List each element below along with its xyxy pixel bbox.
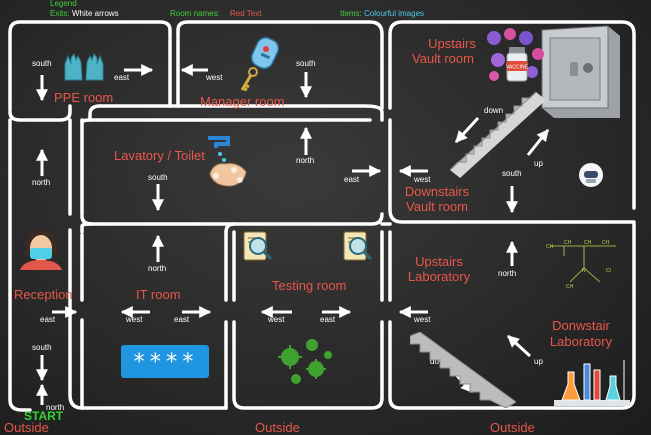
room-outside-mid: Outside (255, 420, 300, 435)
start-marker: START (24, 409, 64, 423)
wall-it-top (80, 222, 94, 234)
exit-label-manager-west: west (206, 73, 223, 82)
gloves-icon (64, 52, 104, 81)
room-upstairs-lab-line1: Upstairs (415, 254, 463, 269)
room-downstairs-vault-line2: Vault room (406, 199, 468, 214)
arrow-vault-down (454, 116, 480, 144)
exit-label-it-north: north (148, 264, 167, 273)
chem-cl: Cl (606, 268, 611, 274)
room-outside-left: Outside (4, 420, 49, 435)
wall-manager-bottom (88, 104, 384, 122)
exit-label-lav-south: south (148, 173, 168, 182)
magnifier-document-icon (343, 231, 373, 261)
exit-label-testing-east: east (320, 315, 336, 324)
room-outside-right: Outside (490, 420, 535, 435)
wall-vault-mid (388, 118, 636, 224)
wall-it-testing-top (224, 222, 236, 234)
room-ppe: PPE room (54, 90, 114, 105)
exit-label-lav-north: north (296, 156, 315, 165)
chem-n: N (582, 268, 586, 274)
virus-icon (487, 28, 544, 81)
wall-lav-top (80, 118, 372, 124)
arrow-lab-up (506, 334, 532, 358)
exit-label-lab-west: west (414, 315, 431, 324)
exit-label-reception-south: south (32, 343, 52, 352)
legend-rooms-key: Room names: (170, 9, 220, 18)
vault-safe-icon (541, 25, 620, 118)
exit-label-ppe-east: east (114, 73, 130, 82)
exit-label-vault-up: up (534, 159, 543, 168)
wall-top-right (388, 20, 636, 210)
arrow-vault-up (526, 129, 550, 156)
protective-suit-icon (579, 163, 603, 187)
key-fob-icon (240, 36, 280, 92)
room-upstairs-vault-line1: Upstairs (428, 36, 476, 51)
room-it: IT room (136, 287, 181, 302)
exit-label-ppe-south: south (32, 59, 52, 68)
legend-exits-value: White arrows (72, 9, 119, 18)
exit-label-vault-east: east (344, 175, 360, 184)
wall-right-lower (398, 222, 636, 410)
chem-ch-4: CH (602, 240, 610, 246)
room-upstairs-lab-line2: Laboratory (407, 269, 471, 284)
room-reception: Reception (14, 287, 73, 302)
room-downstairs-lab-line2: Laboratory (549, 334, 613, 349)
room-manager: Manager room (200, 94, 285, 109)
face-mask-person-icon (20, 230, 62, 270)
exit-label-it-east: east (174, 315, 190, 324)
staircase-icon (450, 91, 546, 178)
room-lavatory: Lavatory / Toilet (114, 148, 205, 163)
chem-ch-5: CH (566, 284, 574, 290)
room-testing: Testing room (272, 278, 347, 293)
virus-icon (278, 339, 332, 384)
chem-ch-3: CH (584, 240, 592, 246)
chem-ch-1: CH (546, 244, 554, 250)
wall-reception-right2 (68, 228, 84, 410)
exit-label-lab-north: north (498, 269, 517, 278)
wall-reception-left (8, 118, 32, 412)
staircase-icon (410, 332, 516, 408)
exit-label-it-west: west (126, 315, 143, 324)
wall-top-left (8, 20, 172, 112)
room-downstairs-vault-line1: Downstairs (404, 184, 470, 199)
chemical-formula-icon: CH CH CH CH Cl N CH (546, 240, 616, 290)
handwash-icon (208, 136, 247, 187)
exit-label-lab-up: up (534, 357, 543, 366)
legend-items-key: Items: (340, 9, 362, 18)
exit-label-vault-down: down (484, 106, 504, 115)
lab-glassware-icon (554, 360, 630, 406)
exit-label-reception-east: east (40, 315, 56, 324)
exit-label-reception-north-start: north (46, 403, 65, 412)
exit-label-reception-north: north (32, 178, 51, 187)
password-box: **** (121, 345, 209, 378)
room-upstairs-vault-line2: Vault room (412, 51, 474, 66)
chem-ch-2: CH (564, 240, 572, 246)
wall-lab-left2 (388, 320, 402, 410)
legend-rooms-value: Red Text (230, 9, 262, 18)
wall-testing-left2 (232, 320, 384, 410)
wall-top-manager (176, 20, 384, 110)
legend-items-value: Colourful images (364, 9, 425, 18)
exit-label-testing-west: west (268, 315, 285, 324)
legend-exits-key: Exits: (50, 9, 70, 18)
exit-label-manager-south: south (296, 59, 316, 68)
wall-ppe-bottom (8, 104, 72, 122)
exit-label-vault-south: south (502, 169, 522, 178)
vaccine-vial-icon: VACCINE (506, 47, 529, 82)
vaccine-vial-label: VACCINE (506, 65, 529, 71)
room-downstairs-lab-line1: Donwstair (552, 318, 610, 333)
legend-title: Legend (50, 0, 77, 8)
exit-label-vault-west: west (414, 175, 431, 184)
magnifier-document-icon (243, 231, 273, 261)
